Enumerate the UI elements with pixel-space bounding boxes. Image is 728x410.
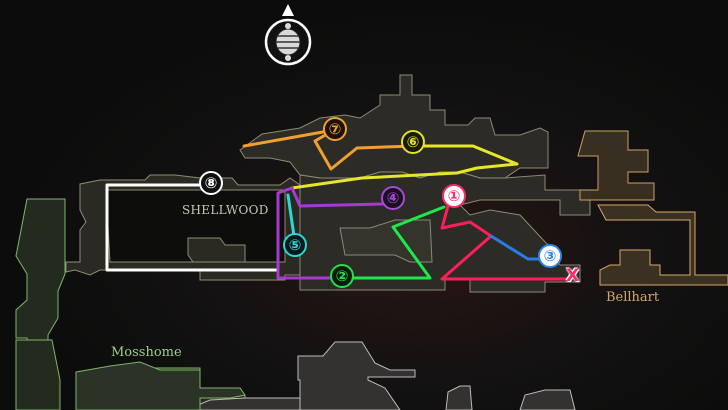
mosshome-structure — [75, 361, 246, 410]
route-marker-2[interactable]: ② — [330, 264, 354, 288]
route-marker-7[interactable]: ⑦ — [323, 117, 347, 141]
route-purple-2 — [290, 186, 385, 208]
route-paths — [105, 128, 572, 281]
route-marker-8[interactable]: ⑧ — [199, 171, 223, 195]
destination-x-marker[interactable]: X — [566, 266, 580, 286]
route-yellow — [290, 144, 519, 190]
lower-region — [185, 341, 576, 410]
route-purple — [276, 186, 332, 280]
route-cyan — [286, 193, 296, 238]
route-marker-5[interactable]: ⑤ — [283, 233, 307, 257]
route-white — [105, 183, 278, 272]
route-red — [440, 204, 572, 281]
route-marker-4[interactable]: ④ — [381, 186, 405, 210]
route-marker-3[interactable]: ③ — [538, 244, 562, 268]
shellwood-region — [65, 174, 301, 281]
area-label-shellwood: SHELLWOOD — [182, 203, 269, 217]
route-orange — [242, 128, 417, 171]
route-green — [352, 205, 446, 280]
route-marker-1[interactable]: ① — [442, 184, 466, 208]
area-label-mosshome: Mosshome — [111, 345, 182, 360]
route-blue — [489, 234, 544, 261]
bellhart-region — [577, 130, 728, 286]
compass-icon — [264, 4, 312, 66]
route-marker-6[interactable]: ⑥ — [401, 130, 425, 154]
area-label-bellhart: Bellhart — [606, 290, 660, 305]
